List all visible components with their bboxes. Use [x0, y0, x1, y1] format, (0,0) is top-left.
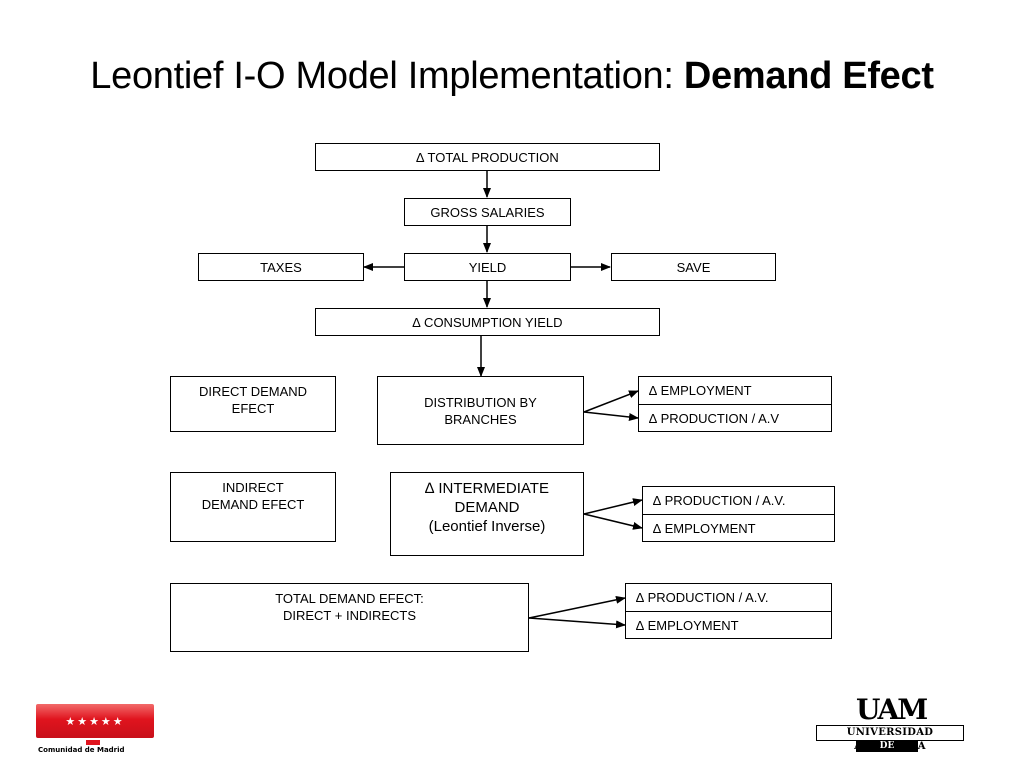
- madrid-logo-text: Comunidad de Madrid: [38, 746, 125, 754]
- arrow-intermediate-to-employment: [583, 513, 643, 530]
- madrid-badge-icon: [86, 740, 100, 745]
- uam-name-line1: UNIVERSIDAD AUTONOMA: [816, 725, 964, 752]
- arrow-total-demand-to-employment: [528, 617, 626, 629]
- label-indirect-demand-efect: INDIRECT DEMAND EFECT: [170, 472, 336, 542]
- node-total-production: ∆ TOTAL PRODUCTION: [315, 143, 660, 171]
- node-intermediate-demand: ∆ INTERMEDIATE DEMAND (Leontief Inverse): [390, 472, 584, 556]
- node-direct-employment: ∆ EMPLOYMENT: [638, 376, 832, 405]
- arrow-distribution-to-employment: [583, 390, 639, 413]
- title-main: Leontief I-O Model Implementation:: [90, 55, 684, 97]
- node-total-demand-efect: TOTAL DEMAND EFECT: DIRECT + INDIRECTS: [170, 583, 529, 652]
- madrid-flag-stars-icon: ★★★★★: [36, 704, 154, 738]
- node-indirect-employment: ∆ EMPLOYMENT: [642, 514, 835, 542]
- node-distribution-by-branches: DISTRIBUTION BY BRANCHES: [377, 376, 584, 445]
- node-total-employment: ∆ EMPLOYMENT: [625, 611, 832, 639]
- node-total-production-av: ∆ PRODUCTION / A.V.: [625, 583, 832, 612]
- title-emphasis: Demand Efect: [683, 55, 934, 97]
- node-direct-production: ∆ PRODUCTION / A.V: [638, 404, 832, 432]
- slide-title: Leontief I-O Model Implementation: Deman…: [0, 55, 1024, 98]
- node-save: SAVE: [611, 253, 776, 281]
- node-indirect-production: ∆ PRODUCTION / A.V.: [642, 486, 835, 515]
- node-taxes: TAXES: [198, 253, 364, 281]
- arrow-total-demand-to-production: [528, 595, 626, 619]
- node-consumption-yield: ∆ CONSUMPTION YIELD: [315, 308, 660, 336]
- comunidad-de-madrid-logo: ★★★★★ Comunidad de Madrid: [36, 704, 154, 756]
- uam-logo: UAM UNIVERSIDAD AUTONOMA DE MADRID: [816, 693, 964, 763]
- arrow-distribution-to-production: [583, 411, 639, 421]
- arrow-intermediate-to-production: [583, 498, 643, 515]
- node-gross-salaries: GROSS SALARIES: [404, 198, 571, 226]
- uam-name-line2: DE MADRID: [856, 740, 918, 763]
- node-yield: YIELD: [404, 253, 571, 281]
- label-direct-demand-efect: DIRECT DEMAND EFECT: [170, 376, 336, 432]
- uam-mark: UAM: [856, 693, 928, 726]
